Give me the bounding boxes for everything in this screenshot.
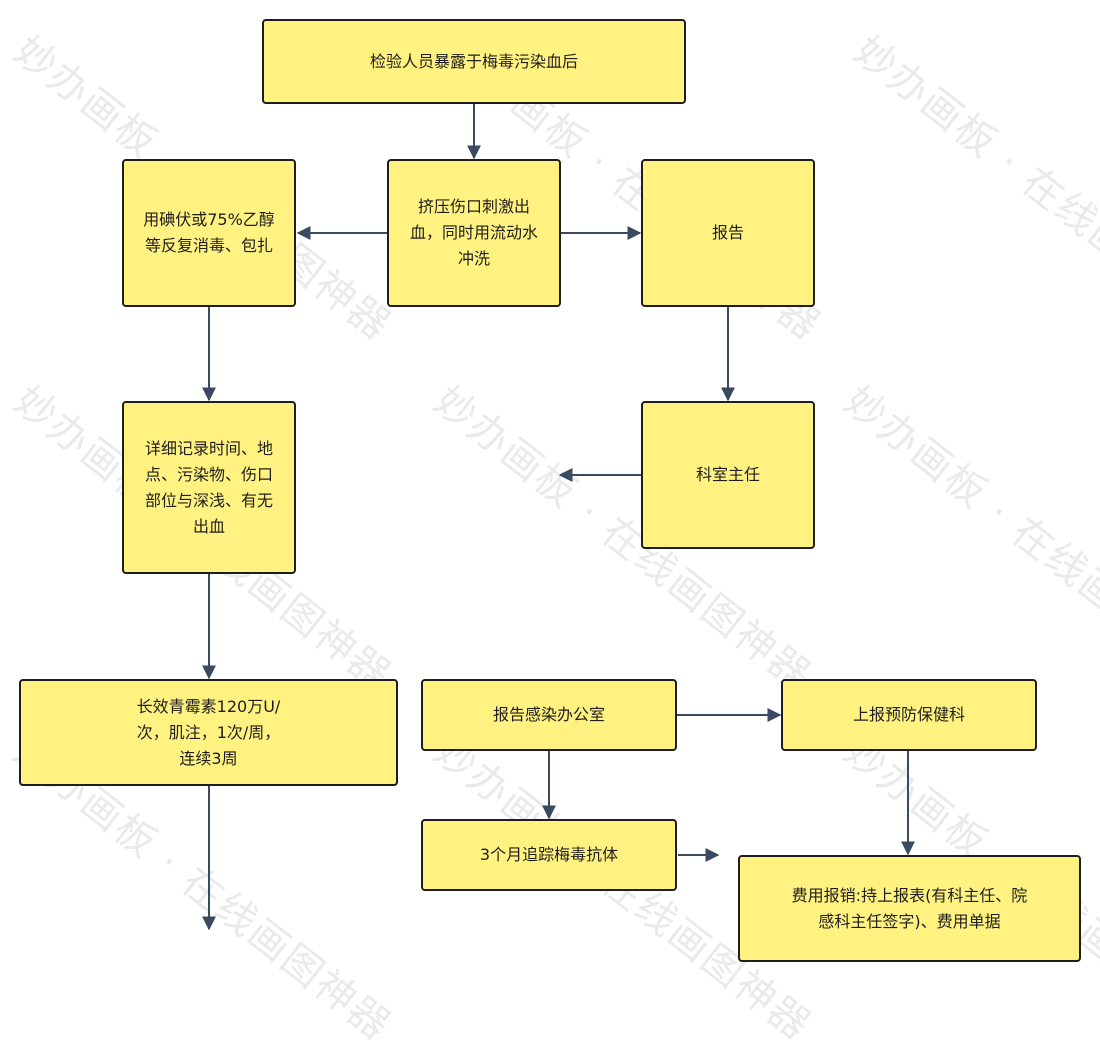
node-infection-office-label: 报告感染办公室 [492, 705, 605, 724]
node-report[interactable]: 报告 [641, 159, 815, 307]
node-prevention-label: 上报预防保健科 [852, 705, 965, 724]
node-squeeze-label: 挤压伤口刺激出血，同时用流动水冲洗 [409, 197, 538, 268]
node-penicillin[interactable]: 长效青霉素120万U/次，肌注，1次/周，连续3周 [19, 679, 398, 786]
node-disinfect-label: 用碘伏或75%乙醇等反复消毒、包扎 [143, 210, 275, 255]
node-reimburse-label: 费用报销:持上报表(有科主任、院感科主任签字)、费用单据 [791, 885, 1028, 931]
connector-layer [202, 104, 915, 931]
node-infection-office[interactable]: 报告感染办公室 [421, 679, 677, 751]
node-director[interactable]: 科室主任 [641, 401, 815, 549]
node-followup-label: 3个月追踪梅毒抗体 [479, 845, 619, 864]
node-penicillin-label: 长效青霉素120万U/次，肌注，1次/周，连续3周 [136, 696, 281, 768]
node-director-label: 科室主任 [695, 465, 760, 484]
node-start-label: 检验人员暴露于梅毒污染血后 [369, 51, 578, 71]
node-record-label: 详细记录时间、地点、污染物、伤口部位与深浅、有无出血 [144, 438, 273, 536]
node-squeeze[interactable]: 挤压伤口刺激出血，同时用流动水冲洗 [387, 159, 561, 307]
node-record[interactable]: 详细记录时间、地点、污染物、伤口部位与深浅、有无出血 [122, 401, 296, 574]
node-reimburse[interactable]: 费用报销:持上报表(有科主任、院感科主任签字)、费用单据 [738, 855, 1081, 962]
node-prevention[interactable]: 上报预防保健科 [781, 679, 1037, 751]
node-start[interactable]: 检验人员暴露于梅毒污染血后 [262, 19, 686, 104]
node-disinfect[interactable]: 用碘伏或75%乙醇等反复消毒、包扎 [122, 159, 296, 307]
node-report-label: 报告 [711, 223, 744, 242]
node-followup[interactable]: 3个月追踪梅毒抗体 [421, 819, 677, 891]
